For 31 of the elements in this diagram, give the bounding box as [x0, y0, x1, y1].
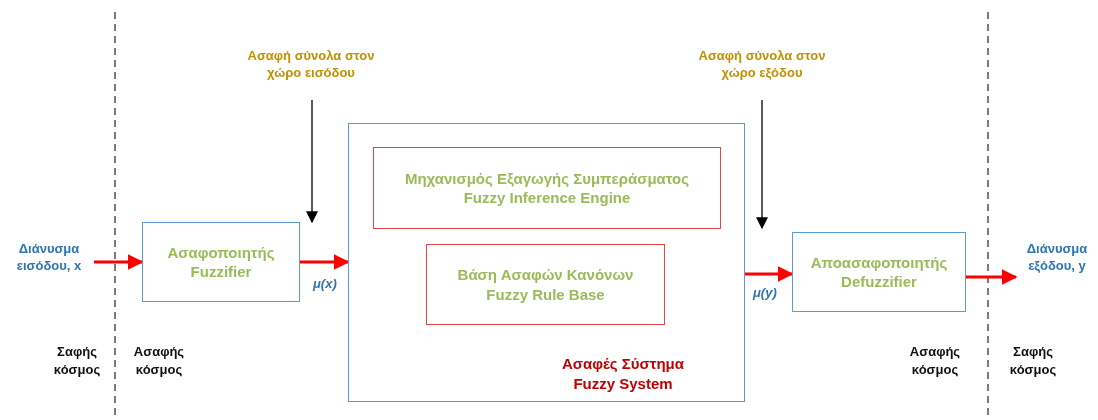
box-label: Fuzzy Rule Base	[486, 284, 605, 304]
region-label: Ασαφής κόσμος	[908, 343, 962, 379]
arrow	[745, 266, 794, 282]
arrow	[756, 99, 768, 230]
box-label: Βάση Ασαφών Κανόνων	[457, 265, 634, 285]
edge-label: μ(y)	[752, 285, 778, 300]
box-label: Fuzzy Inference Engine	[463, 188, 631, 208]
region-label: Σαφής κόσμος	[1008, 343, 1058, 379]
arrow	[94, 254, 144, 270]
arrow	[306, 99, 318, 224]
process-box	[792, 232, 966, 312]
edge-label: μ(x)	[312, 276, 338, 291]
arrow	[966, 269, 1018, 285]
inner-box	[426, 244, 665, 325]
arrow	[300, 254, 350, 270]
region-label: Ασαφής κόσμος	[132, 343, 186, 379]
system-container	[348, 123, 745, 402]
annotation-text: Ασαφή σύνολα στον χώρο εξόδου	[697, 48, 827, 82]
annotation-text: Διάνυσμα εισόδου, x	[15, 241, 83, 275]
container-title: Fuzzy System	[573, 373, 673, 393]
region-label: Σαφής κόσμος	[52, 343, 102, 379]
container-title: Ασαφές Σύστημα	[561, 354, 684, 374]
annotation-text: Ασαφή σύνολα στον χώρο εισόδου	[246, 48, 376, 82]
box-label: Ασαφοποιητής	[167, 242, 275, 262]
process-box	[142, 222, 300, 302]
box-label: Μηχανισμός Εξαγωγής Συμπεράσματος	[404, 168, 690, 188]
box-label: Αποασαφοποιητής	[810, 252, 948, 272]
annotation-text: Διάνυσμα εξόδου, y	[1025, 241, 1089, 275]
box-label: Defuzzifier	[841, 272, 917, 292]
inner-box	[373, 147, 721, 229]
box-label: Fuzzifier	[190, 262, 252, 282]
